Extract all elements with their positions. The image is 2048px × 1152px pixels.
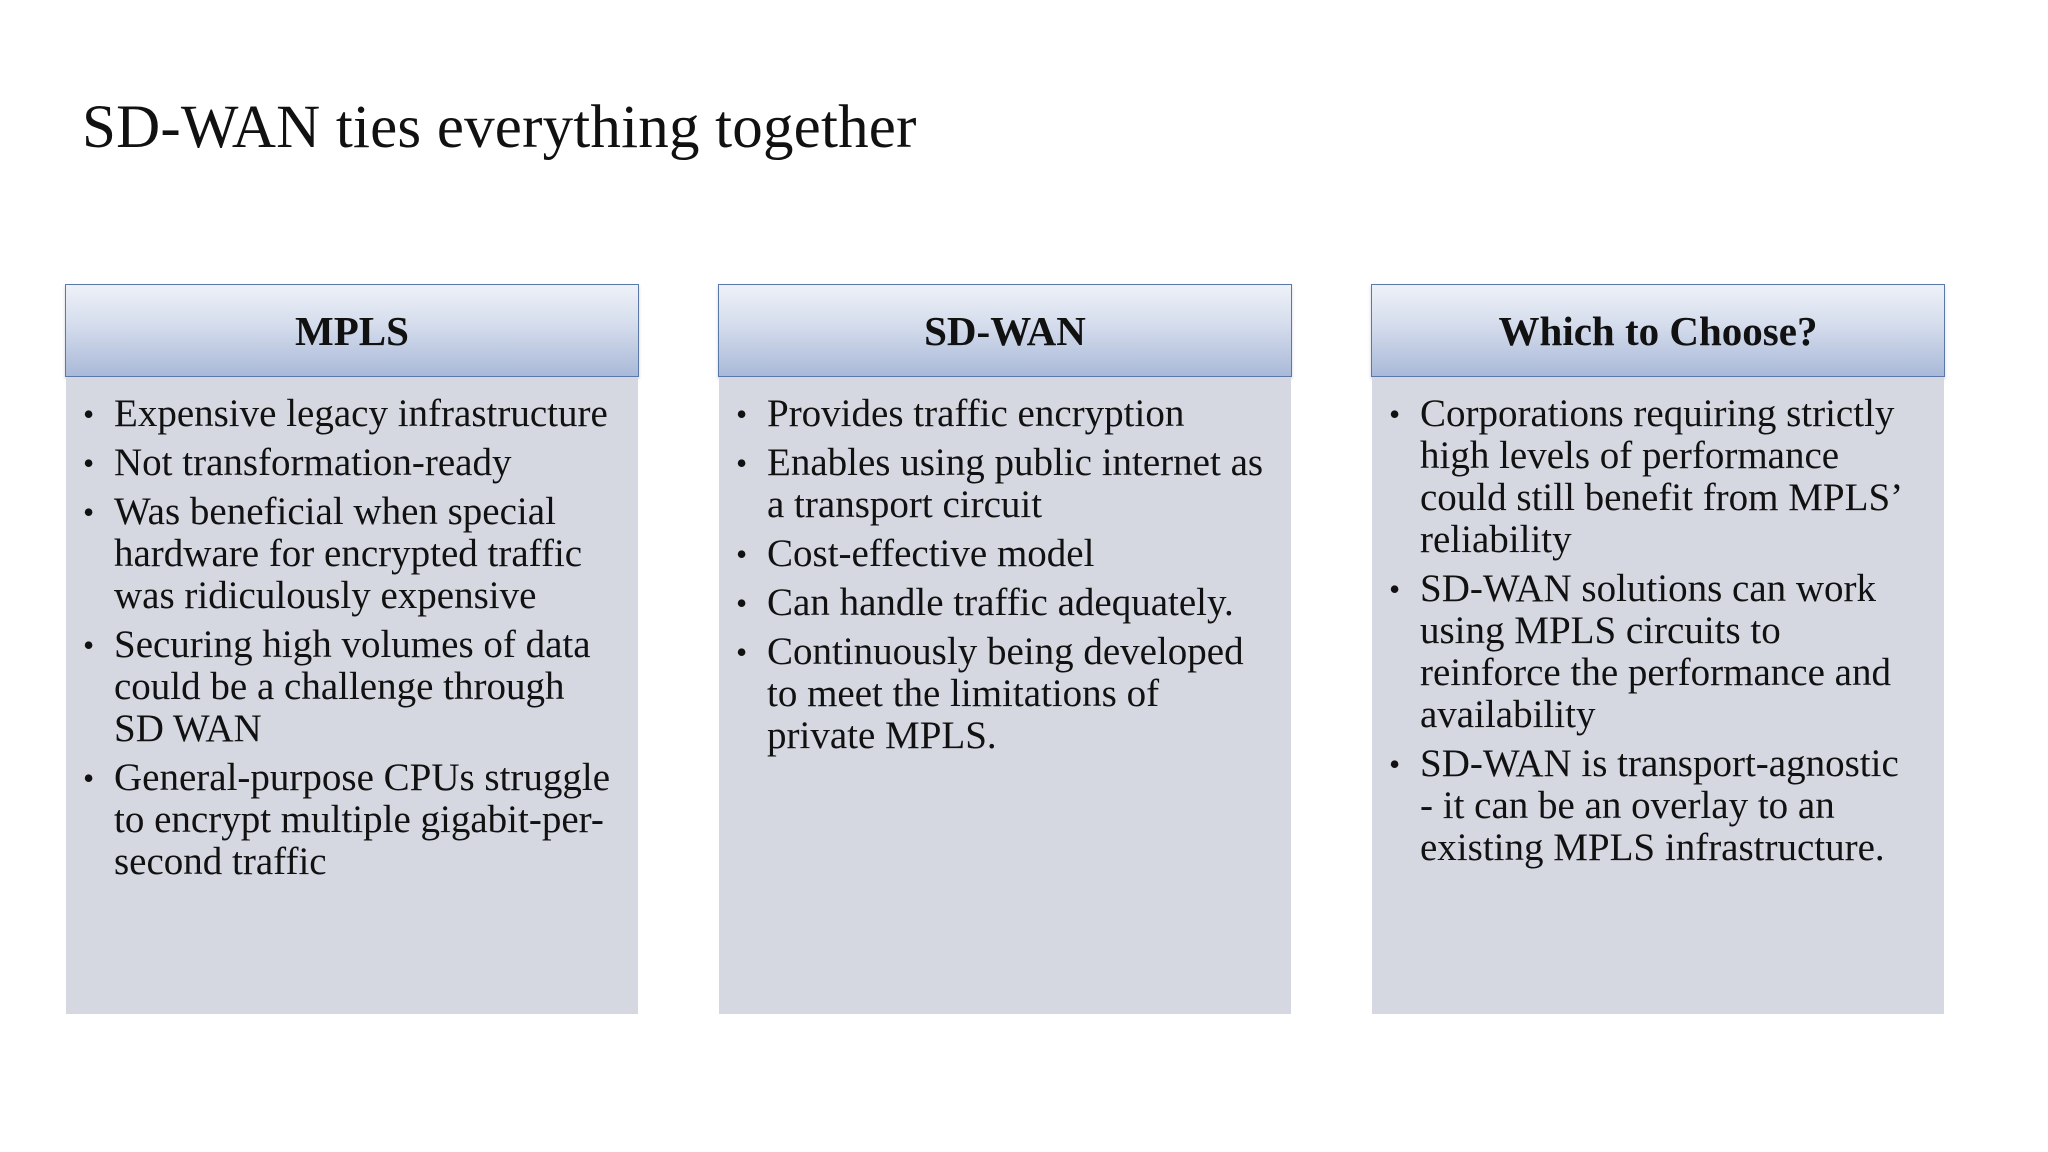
list-item: • SD-WAN is transport-agnostic - it can b… — [1372, 743, 1920, 869]
list-item-text: Cost-effective model — [767, 532, 1095, 575]
bullet-icon: • — [736, 445, 748, 481]
bullet-icon: • — [1389, 746, 1401, 782]
list-item-text: Enables using public internet as a trans… — [767, 441, 1264, 526]
bullet-icon: • — [83, 494, 95, 530]
column-which-to-choose: Which to Choose? • Corporations requiring… — [1371, 284, 1945, 1014]
column-heading: SD-WAN — [924, 307, 1086, 354]
list-item: • Expensive legacy infrastructure — [66, 393, 614, 435]
list-item-text: SD-WAN is transport-agnostic - it can be… — [1420, 742, 1899, 869]
bullet-icon: • — [736, 585, 748, 621]
bullet-icon: • — [83, 445, 95, 481]
bullet-list: • Expensive legacy infrastructure • Not tr… — [66, 393, 614, 883]
bullet-icon: • — [736, 634, 748, 670]
column-body: • Provides traffic encryption • Enables us… — [719, 377, 1291, 1014]
column-heading: MPLS — [295, 307, 409, 354]
list-item-text: SD-WAN solutions can work using MPLS cir… — [1420, 567, 1891, 736]
list-item: • Continuously being developed to meet th… — [719, 631, 1267, 757]
list-item-text: Expensive legacy infrastructure — [114, 392, 608, 435]
list-item-text: Continuously being developed to meet the… — [767, 630, 1244, 757]
bullet-icon: • — [83, 627, 95, 663]
list-item-text: General-purpose CPUs struggle to encrypt… — [114, 756, 611, 883]
list-item: • Was beneficial when special hardware fo… — [66, 491, 614, 617]
column-header: SD-WAN — [718, 284, 1292, 377]
column-body: • Corporations requiring strictly high le… — [1372, 377, 1944, 1014]
list-item: • Corporations requiring strictly high le… — [1372, 393, 1920, 561]
column-heading: Which to Choose? — [1498, 307, 1818, 354]
column-mpls: MPLS • Expensive legacy infrastructure • N… — [65, 284, 639, 1014]
bullet-icon: • — [736, 536, 748, 572]
list-item: • Not transformation-ready — [66, 442, 614, 484]
bullet-icon: • — [1389, 571, 1401, 607]
column-header: MPLS — [65, 284, 639, 377]
list-item: • Cost-effective model — [719, 533, 1267, 575]
list-item: • Enables using public internet as a tran… — [719, 442, 1267, 526]
column-sd-wan: SD-WAN • Provides traffic encryption • Ena… — [718, 284, 1292, 1014]
bullet-list: • Corporations requiring strictly high le… — [1372, 393, 1920, 869]
slide-title: SD-WAN ties everything together — [82, 94, 917, 161]
bullet-icon: • — [83, 760, 95, 796]
list-item: • Provides traffic encryption — [719, 393, 1267, 435]
bullet-list: • Provides traffic encryption • Enables us… — [719, 393, 1267, 757]
list-item-text: Corporations requiring strictly high lev… — [1420, 392, 1901, 561]
list-item-text: Was beneficial when special hardware for… — [114, 490, 583, 617]
column-body: • Expensive legacy infrastructure • Not tr… — [66, 377, 638, 1014]
list-item: • SD-WAN solutions can work using MPLS ci… — [1372, 568, 1920, 736]
list-item: • Securing high volumes of data could be … — [66, 624, 614, 750]
list-item-text: Securing high volumes of data could be a… — [114, 623, 591, 750]
bullet-icon: • — [736, 396, 748, 432]
list-item-text: Can handle traffic adequately. — [767, 581, 1234, 624]
list-item-text: Provides traffic encryption — [767, 392, 1185, 435]
list-item: • Can handle traffic adequately. — [719, 582, 1267, 624]
bullet-icon: • — [1389, 396, 1401, 432]
column-header: Which to Choose? — [1371, 284, 1945, 377]
list-item: • General-purpose CPUs struggle to encryp… — [66, 757, 614, 883]
list-item-text: Not transformation-ready — [114, 441, 512, 484]
bullet-icon: • — [83, 396, 95, 432]
